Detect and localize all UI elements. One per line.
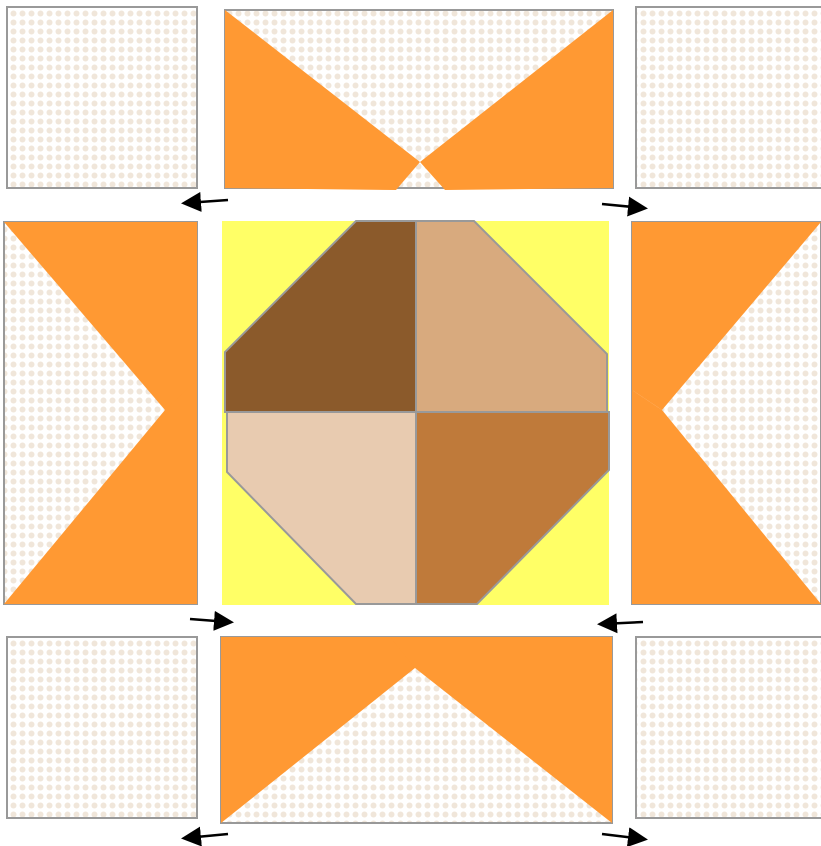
arrow-bottom-left	[186, 834, 228, 838]
corner-square-bottom-right	[636, 637, 821, 818]
arrow-top-left	[186, 200, 228, 203]
corner-square-top-right	[636, 7, 821, 188]
corner-square-bottom-left	[7, 637, 197, 818]
arrow-top-right	[602, 204, 643, 208]
arrow-middle-left	[190, 619, 229, 622]
corner-square-top-left	[7, 7, 197, 188]
center-block	[222, 221, 609, 605]
star-points-top	[225, 10, 613, 190]
arrow-bottom-right	[602, 834, 643, 839]
star-points-right	[632, 222, 821, 604]
star-points-left	[4, 222, 197, 604]
star-points-bottom	[221, 637, 612, 823]
arrow-middle-right	[602, 622, 643, 624]
